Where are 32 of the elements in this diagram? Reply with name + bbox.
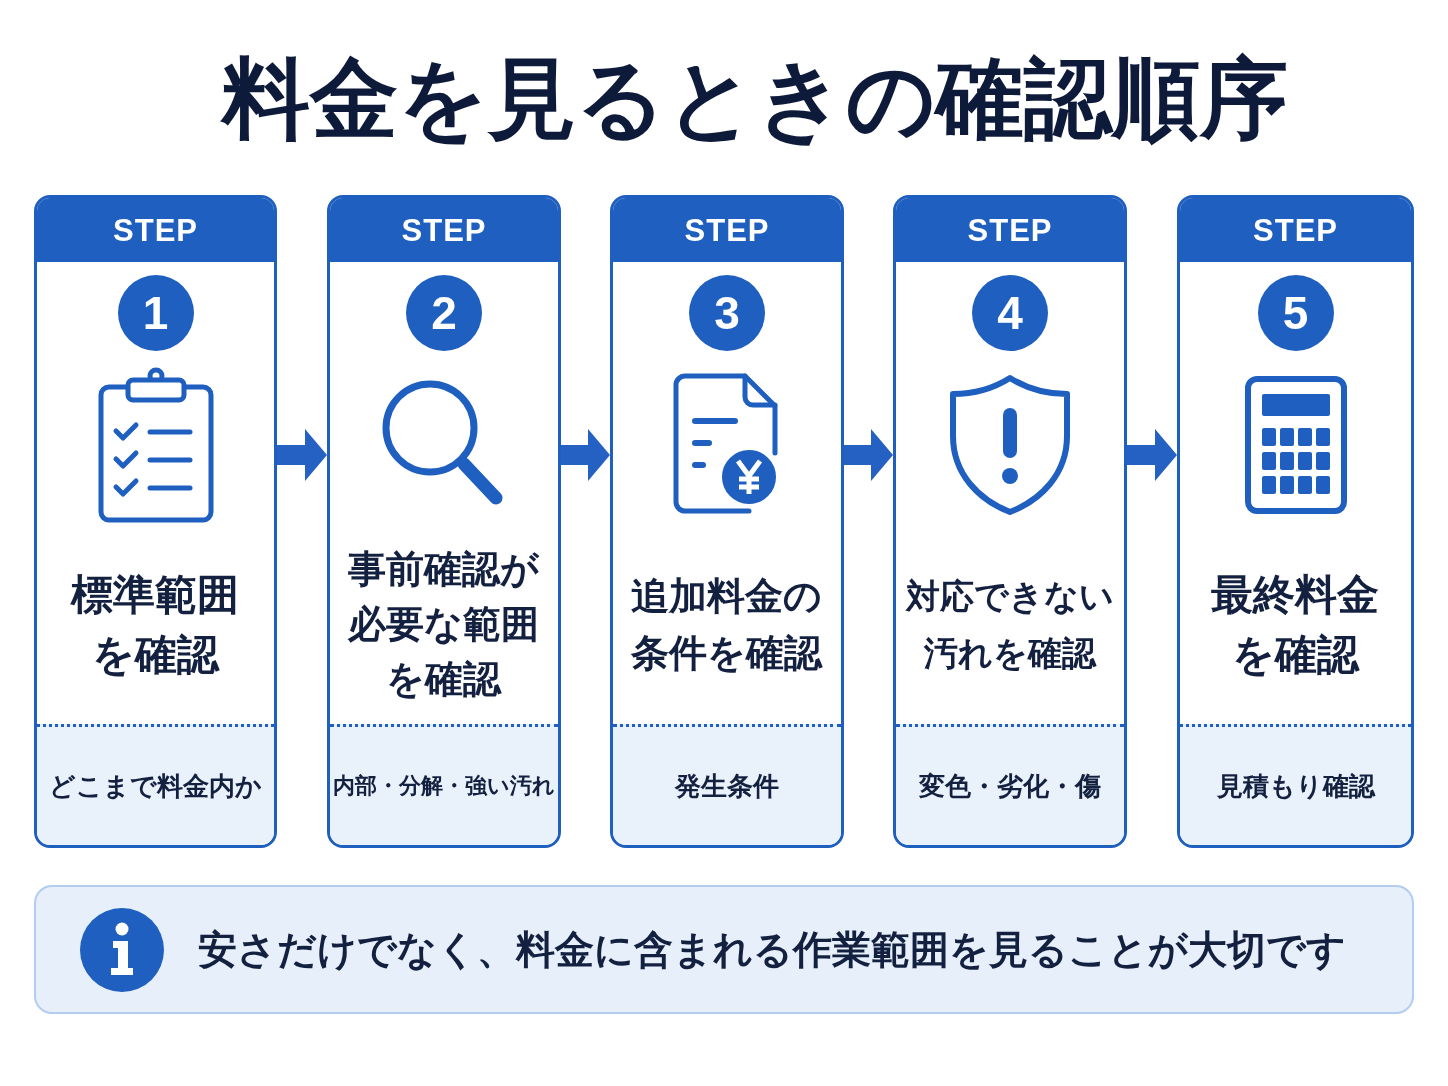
- step-title: 追加料金の条件を確認: [630, 573, 824, 676]
- step-note: 変色・劣化・傷: [919, 773, 1101, 799]
- step-label: STEP: [967, 214, 1053, 246]
- step-note: どこまで料金内か: [49, 773, 262, 799]
- step-note: 見積もり確認: [1216, 773, 1375, 799]
- step-number: 4: [972, 275, 1048, 351]
- step-label: STEP: [684, 214, 770, 246]
- step-title: 標準範囲を確認: [69, 569, 241, 680]
- step-note: 内部・分解・強い汚れ: [333, 775, 555, 797]
- arrow: [277, 429, 327, 481]
- step-card: [610, 195, 844, 848]
- arrow: [844, 429, 893, 481]
- arrow: [561, 429, 610, 481]
- step-label: STEP: [113, 214, 198, 246]
- step-note: 発生条件: [675, 773, 779, 799]
- step-card: [327, 195, 561, 848]
- info-note-panel: [34, 885, 1414, 1014]
- page-title: 料金を見るときの確認順序: [222, 48, 1288, 150]
- note-text: 安さだけでなく、料金に含まれる作業範囲を見ることが大切です: [198, 930, 1346, 969]
- step-card: [1177, 195, 1414, 848]
- step-label: STEP: [1253, 214, 1338, 246]
- step-number: 2: [406, 275, 482, 351]
- arrow: [1127, 429, 1177, 481]
- step-number: 3: [689, 275, 765, 351]
- step-title: 事前確認が必要な範囲を確認: [346, 546, 541, 703]
- step-number: 5: [1257, 275, 1334, 351]
- step-title: 最終料金を確認: [1210, 569, 1381, 680]
- step-number: 1: [117, 275, 194, 351]
- step-label: STEP: [401, 214, 487, 246]
- step-card: [34, 195, 277, 848]
- step-title: 対応できない汚れを確認: [904, 576, 1115, 674]
- step-card: [893, 195, 1127, 848]
